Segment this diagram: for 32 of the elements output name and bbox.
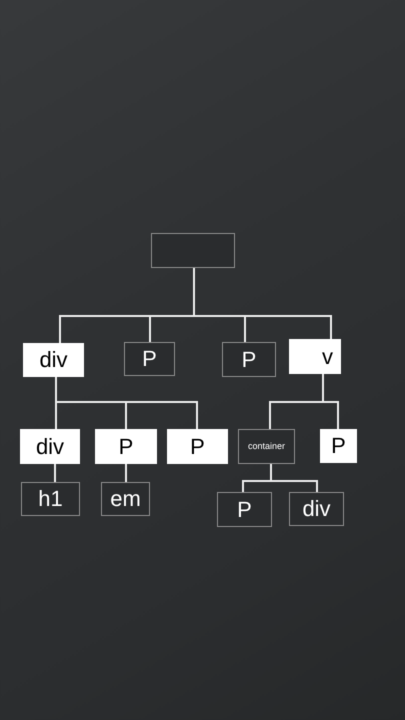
tag-box <box>124 342 175 376</box>
tag-label: P <box>142 348 157 370</box>
connector-line <box>193 268 332 339</box>
connector-line <box>54 464 56 482</box>
tag-box <box>238 429 295 464</box>
tag-box <box>95 429 157 464</box>
tag-box <box>23 343 84 377</box>
tag-box <box>222 342 276 377</box>
tag-label: P <box>118 436 134 458</box>
tag-box <box>289 492 344 526</box>
connector-line <box>270 464 318 492</box>
empty-box <box>151 233 235 268</box>
tag-box <box>289 339 341 374</box>
tag-box <box>320 429 357 463</box>
tag-box <box>20 429 80 464</box>
tag-label: v <box>322 346 333 368</box>
tag-box <box>101 482 150 516</box>
tag-box <box>21 482 80 516</box>
tag-label: div <box>39 349 68 371</box>
tag-label: P <box>242 348 256 370</box>
tag-box <box>217 492 272 527</box>
tag-label: h1 <box>38 488 63 510</box>
tag-label: P <box>331 435 346 457</box>
tag-label: div <box>302 498 331 520</box>
tag-label: container <box>248 442 286 451</box>
connector-line <box>125 464 127 482</box>
tag-label: P <box>190 436 205 458</box>
tag-label: P <box>237 498 252 520</box>
tag-box <box>167 429 228 464</box>
connector-line <box>55 377 198 429</box>
tag-label: em <box>110 488 141 510</box>
tag-label: div <box>36 436 64 458</box>
